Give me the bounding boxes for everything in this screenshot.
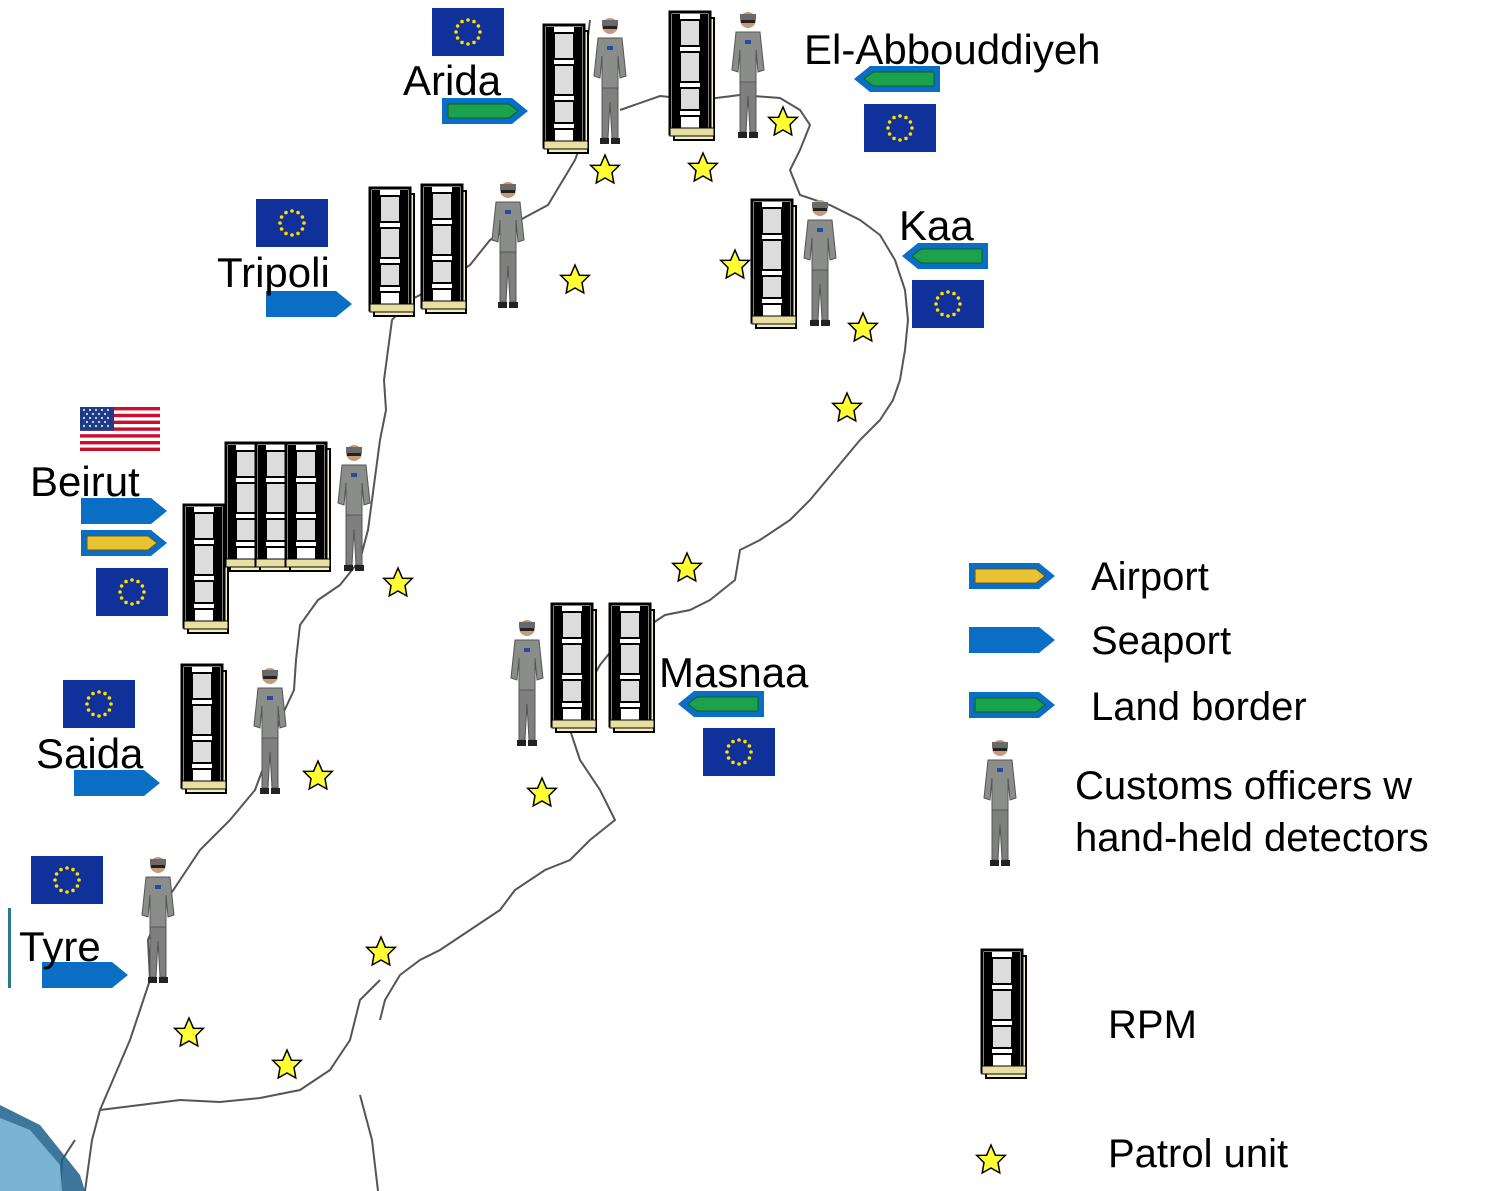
patrol-star-icon: [365, 936, 397, 966]
legend-land-border-icon: [968, 691, 1056, 719]
customs-officer-icon: [491, 181, 525, 309]
legend-patrol-unit-label: Patrol unit: [1108, 1132, 1289, 1176]
legend-seaport-icon: [969, 627, 1055, 653]
legend-customs-officer-icon: [983, 739, 1017, 867]
legend-rpm-label: RPM: [1108, 1003, 1197, 1047]
customs-officer-icon: [593, 17, 627, 145]
eu-flag-icon: [912, 280, 984, 328]
patrol-star-icon: [382, 567, 414, 597]
label-kaa: Kaa: [899, 202, 974, 249]
eu-flag-icon: [864, 104, 936, 152]
label-arida: Arida: [403, 57, 502, 104]
patrol-star-icon: [719, 249, 751, 279]
label-tripoli: Tripoli: [217, 249, 330, 296]
rpm-icon: [668, 10, 716, 142]
rpm-icon: [542, 23, 590, 155]
patrol-star-icon: [302, 760, 334, 790]
patrol-star-icon: [526, 777, 558, 807]
eu-flag-icon: [96, 568, 168, 616]
eu-flag-icon: [703, 728, 775, 776]
eu-flag-icon: [432, 8, 504, 56]
customs-officer-icon: [803, 199, 837, 327]
eastern-border: [379, 93, 910, 1021]
eu-flag-icon: [256, 199, 328, 247]
patrol-star-icon: [271, 1049, 303, 1079]
customs-officer-icon: [253, 667, 287, 795]
customs-officer-icon: [337, 444, 371, 572]
rpm-icon: [182, 503, 230, 635]
label-abbouddiyeh: El-Abbouddiyeh: [804, 26, 1101, 73]
legend-airport-icon: [968, 562, 1056, 590]
patrol-star-icon: [559, 264, 591, 294]
label-masnaa: Masnaa: [659, 649, 809, 696]
tyre-edge-mark: [8, 908, 11, 988]
customs-officer-icon: [510, 619, 544, 747]
patrol-star-icon: [671, 552, 703, 582]
customs-officer-icon: [731, 11, 765, 139]
eu-flag-icon: [63, 680, 135, 728]
patrol-star-icon: [173, 1017, 205, 1047]
rpm-icon: [368, 186, 416, 318]
rpm-icon: [608, 602, 656, 734]
label-tyre: Tyre: [19, 923, 101, 970]
rpm-icon: [284, 441, 332, 573]
legend-seaport-label: Seaport: [1091, 619, 1232, 663]
rpm-icon: [750, 198, 798, 330]
patrol-star-icon: [831, 392, 863, 422]
us-flag-icon: [80, 407, 160, 451]
airport-arrow-icon: [80, 529, 168, 557]
label-saida: Saida: [36, 730, 144, 777]
southern-tail: [359, 1094, 379, 1191]
legend-airport-label: Airport: [1091, 555, 1209, 599]
rpm-icon: [180, 663, 228, 795]
legend-patrol-star-icon: [975, 1144, 1007, 1174]
rpm-icon: [550, 602, 598, 734]
eu-flag-icon: [31, 856, 103, 904]
label-beirut: Beirut: [30, 458, 140, 505]
legend-customs-officers-label: Customs officers w hand-held detectors: [1075, 764, 1429, 860]
southern-border: [99, 979, 381, 1111]
patrol-star-icon: [589, 154, 621, 184]
patrol-star-icon: [687, 152, 719, 182]
legend-land-border-label: Land border: [1091, 685, 1307, 729]
patrol-star-icon: [847, 312, 879, 342]
legend-rpm-icon: [980, 948, 1028, 1080]
patrol-star-icon: [767, 106, 799, 136]
customs-officer-icon: [141, 856, 175, 984]
corner-decoration-highlight: [0, 1118, 62, 1191]
rpm-icon: [420, 183, 468, 315]
